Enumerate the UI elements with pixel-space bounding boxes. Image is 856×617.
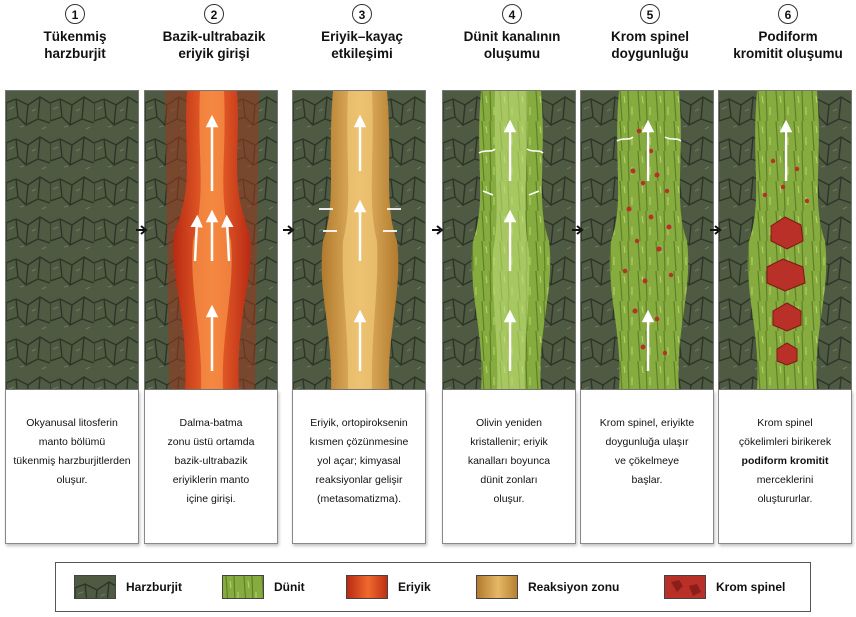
reaction-illustration — [293, 91, 426, 390]
legend-item-eriyik: Eriyik — [346, 574, 431, 600]
harzburjit-illustration — [6, 91, 139, 390]
step-title-1: Tükenmiş harzburjit — [5, 28, 145, 62]
step-header-6: 6 Podiform kromitit oluşumu — [718, 4, 856, 62]
step-number-4: 4 — [502, 4, 522, 24]
reaksiyon-swatch — [476, 575, 518, 599]
dunite-channel-illustration — [443, 91, 576, 390]
step-title-5: Krom spinel doygunluğu — [580, 28, 720, 62]
step-number-2: 2 — [204, 4, 224, 24]
step-description-5: Krom spinel, eriyikte doygunluğa ulaşır … — [580, 390, 714, 544]
panel-melt-intrusion — [144, 90, 278, 390]
step-number-3: 3 — [352, 4, 372, 24]
legend-item-krom-spinel: Krom spinel — [664, 574, 785, 600]
step-header-3: 3 Eriyik–kayaç etkileşimi — [292, 4, 432, 62]
panel-dunite-channel — [442, 90, 576, 390]
arrow-right-icon — [710, 223, 722, 237]
panel-chromite-saturation — [580, 90, 714, 390]
step-header-5: 5 Krom spinel doygunluğu — [580, 4, 720, 62]
arrow-right-icon — [136, 223, 148, 237]
step-title-2: Bazik-ultrabazik eriyik girişi — [144, 28, 284, 62]
legend-label: Harzburjit — [126, 580, 182, 594]
eriyik-swatch — [346, 575, 388, 599]
step-description-6: Krom spinel çökelimleri birikerek podifo… — [718, 390, 852, 544]
step-number-1: 1 — [65, 4, 85, 24]
panel-harzburjit — [5, 90, 139, 390]
podiform-chromitite-illustration — [719, 91, 852, 390]
step-title-6: Podiform kromitit oluşumu — [718, 28, 856, 62]
step-header-4: 4 Dünit kanalının oluşumu — [442, 4, 582, 62]
legend-item-harzburjit: Harzburjit — [74, 574, 182, 600]
step-description-2: Dalma-batma zonu üstü ortamda bazik-ultr… — [144, 390, 278, 544]
step-header-1: 1 Tükenmiş harzburjit — [5, 4, 145, 62]
chromite-saturation-illustration — [581, 91, 714, 390]
arrow-right-icon — [432, 223, 444, 237]
step-description-1: Okyanusal litosferin manto bölümü tükenm… — [5, 390, 139, 544]
step-description-4: Olivin yeniden kristallenir; eriyik kana… — [442, 390, 576, 544]
arrow-right-icon — [283, 223, 295, 237]
legend-label: Eriyik — [398, 580, 431, 594]
step-description-3: Eriyik, ortopiroksenin kısmen çözünmesin… — [292, 390, 426, 544]
step-number-5: 5 — [640, 4, 660, 24]
legend: Harzburjit Dünit Eriyik Reaksiyon zonu K… — [55, 562, 811, 612]
dunit-swatch — [222, 575, 264, 599]
legend-label: Krom spinel — [716, 580, 785, 594]
step-number-6: 6 — [778, 4, 798, 24]
legend-item-reaksiyon-zonu: Reaksiyon zonu — [476, 574, 619, 600]
legend-item-dunit: Dünit — [222, 574, 305, 600]
step-title-4: Dünit kanalının oluşumu — [442, 28, 582, 62]
panel-melt-rock-reaction — [292, 90, 426, 390]
legend-label: Dünit — [274, 580, 305, 594]
arrow-right-icon — [572, 223, 584, 237]
harzburjit-swatch — [74, 575, 116, 599]
step-title-3: Eriyik–kayaç etkileşimi — [292, 28, 432, 62]
step-header-2: 2 Bazik-ultrabazik eriyik girişi — [144, 4, 284, 62]
legend-label: Reaksiyon zonu — [528, 580, 619, 594]
krom-spinel-swatch — [664, 575, 706, 599]
melt-intrusion-illustration — [145, 91, 278, 390]
panel-podiform-chromitite — [718, 90, 852, 390]
